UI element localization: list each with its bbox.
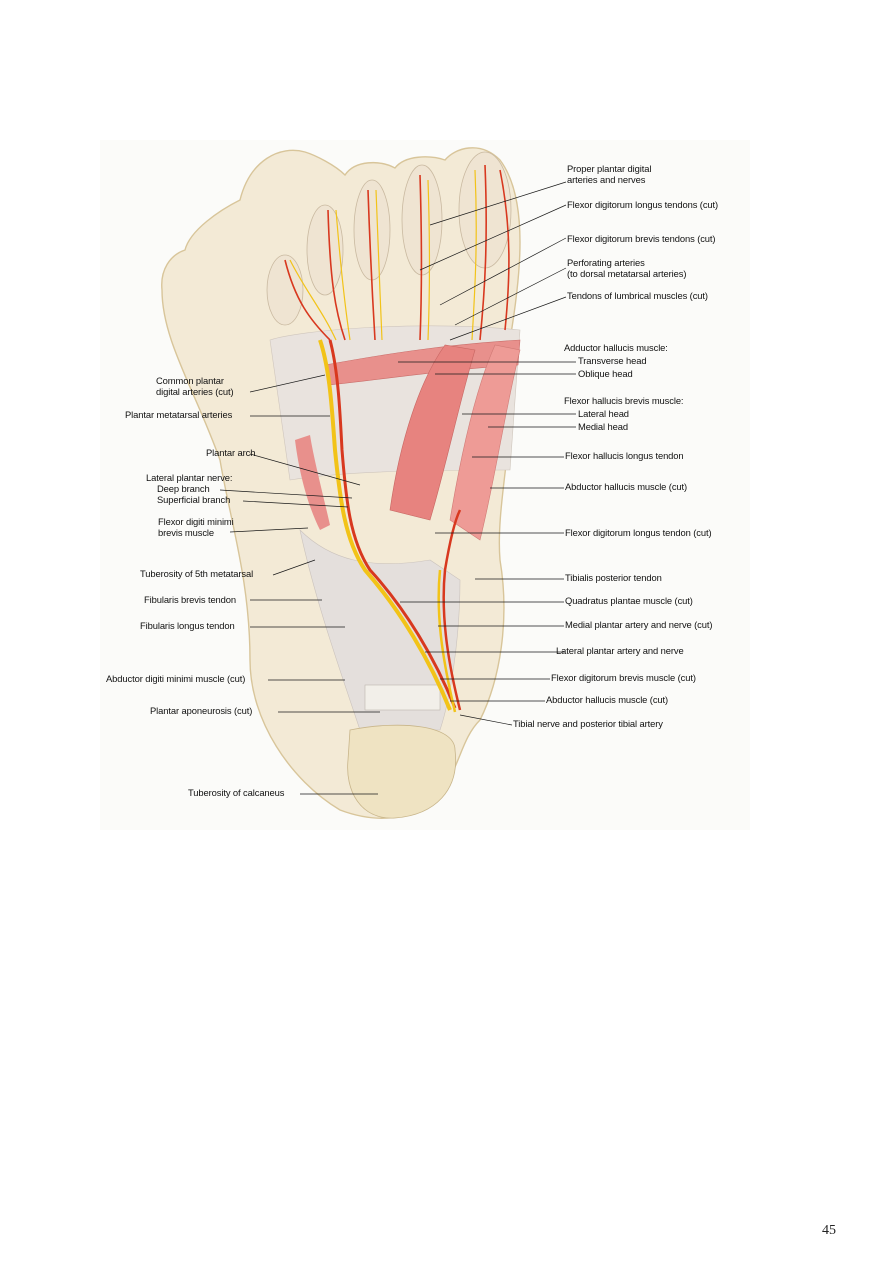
label-fdm-brevis: Flexor digiti minimi brevis muscle: [158, 516, 234, 538]
label-fdl-tendon-cut: Flexor digitorum longus tendon (cut): [565, 527, 712, 538]
label-deep-branch: Deep branch: [157, 483, 210, 494]
label-plantar-aponeurosis: Plantar aponeurosis (cut): [150, 705, 253, 716]
label-plantar-arch: Plantar arch: [206, 447, 256, 458]
label-lateral-plantar: Lateral plantar artery and nerve: [556, 645, 684, 656]
lateral-plantar-artery: [328, 339, 457, 709]
label-medial-head: Medial head: [578, 421, 628, 432]
adductor-oblique: [389, 344, 476, 521]
page-number: 45: [822, 1223, 836, 1238]
label-superficial-branch: Superficial branch: [157, 494, 231, 505]
lateral-plantar-nerve: [318, 339, 452, 711]
digital-nerves: [289, 169, 477, 341]
calcaneus: [347, 724, 457, 819]
digital-arteries: [284, 164, 510, 341]
label-proper-plantar-digital: Proper plantar digital arteries and nerv…: [567, 163, 652, 185]
toes: [266, 151, 512, 326]
fhb-muscle: [449, 344, 521, 541]
label-common-plantar: Common plantar digital arteries (cut): [156, 375, 234, 397]
label-fhb-muscle: Flexor hallucis brevis muscle:: [564, 395, 684, 406]
label-tuberosity-5th: Tuberosity of 5th metatarsal: [140, 568, 254, 579]
label-lateral-head: Lateral head: [578, 408, 629, 419]
medial-plantar-artery: [442, 509, 462, 711]
foot-anatomy-figure: Proper plantar digital arteries and nerv…: [100, 140, 750, 830]
label-lateral-plantar-nerve: Lateral plantar nerve:: [146, 472, 233, 483]
label-plantar-metatarsal: Plantar metatarsal arteries: [125, 409, 233, 420]
leader-lines: [219, 181, 576, 795]
label-tuberosity-calcaneus: Tuberosity of calcaneus: [188, 787, 285, 798]
label-fdb-tendons-cut: Flexor digitorum brevis tendons (cut): [567, 233, 716, 244]
label-fibularis-brevis: Fibularis brevis tendon: [144, 594, 237, 605]
label-fhl-tendon: Flexor hallucis longus tendon: [565, 450, 684, 461]
label-lumbrical-tendons: Tendons of lumbrical muscles (cut): [567, 290, 708, 301]
label-abductor-hallucis-cut-1: Abductor hallucis muscle (cut): [565, 481, 688, 492]
label-medial-plantar: Medial plantar artery and nerve (cut): [565, 619, 713, 630]
label-oblique-head: Oblique head: [578, 368, 633, 379]
label-quadratus-plantae: Quadratus plantae muscle (cut): [565, 595, 693, 606]
label-fdl-tendons-cut: Flexor digitorum longus tendons (cut): [567, 199, 719, 210]
aponeurosis-cut: [364, 684, 441, 711]
label-fibularis-longus: Fibularis longus tendon: [140, 620, 235, 631]
label-tibial-nerve: Tibial nerve and posterior tibial artery: [513, 718, 663, 729]
label-adductor-hallucis: Adductor hallucis muscle:: [564, 342, 668, 353]
label-abductor-hallucis-cut-2: Abductor hallucis muscle (cut): [546, 694, 669, 705]
label-abductor-digiti-minimi: Abductor digiti minimi muscle (cut): [106, 673, 246, 684]
label-perforating-arteries: Perforating arteries (to dorsal metatars…: [567, 257, 687, 279]
medial-plantar-nerve: [437, 569, 457, 713]
fdm-brevis: [295, 435, 330, 530]
foot-illustration: [161, 147, 576, 819]
label-tibialis-posterior: Tibialis posterior tendon: [565, 572, 662, 583]
label-fdb-muscle-cut: Flexor digitorum brevis muscle (cut): [551, 672, 696, 683]
label-transverse-head: Transverse head: [578, 355, 647, 366]
